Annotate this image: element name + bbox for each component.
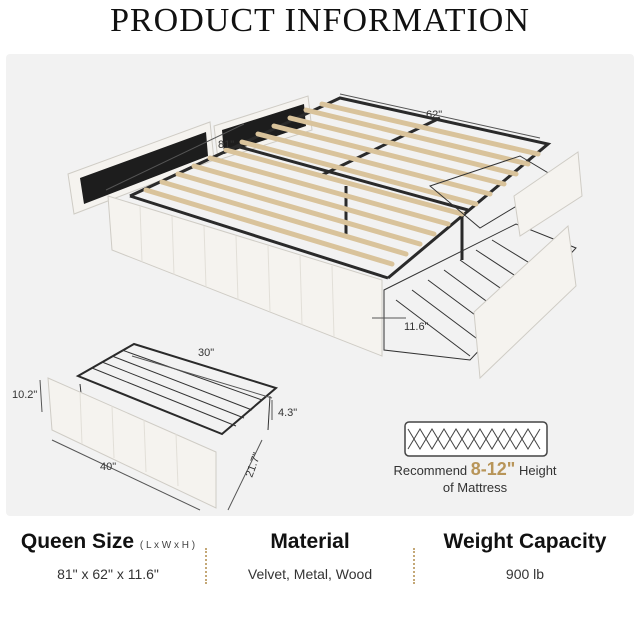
spec-weight-heading: Weight Capacity <box>443 530 607 553</box>
page-title: PRODUCT INFORMATION <box>110 2 530 39</box>
bed-height-label: 11.6" <box>404 321 429 333</box>
spec-material-value: Velvet, Metal, Wood <box>247 566 373 582</box>
recommend-line2: of Mattress <box>442 480 508 495</box>
drawer-fronts <box>473 151 583 380</box>
recommend-suffix: Height <box>518 463 557 478</box>
drawer-detail <box>39 342 279 511</box>
bed-length-label: 81" <box>218 139 234 151</box>
drawer-height-label: 10.2" <box>12 389 37 401</box>
spec-size-value: 81" x 62" x 11.6" <box>57 566 159 582</box>
spec-size-heading: Queen Size ( L x W x H ) <box>8 530 208 554</box>
spec-divider <box>205 548 207 584</box>
spec-size-title: Queen Size <box>20 530 135 553</box>
headboard <box>67 95 313 215</box>
side-rail <box>107 195 383 357</box>
recommend-prefix: Recommend <box>393 463 468 478</box>
bed-dimension-lines <box>105 93 541 319</box>
spec-material: Material Velvet, Metal, Wood <box>220 530 400 582</box>
mattress-icon <box>404 421 548 457</box>
spec-size: Queen Size ( L x W x H ) 81" x 62" x 11.… <box>8 530 208 582</box>
recommend-range: 8-12" <box>470 459 516 479</box>
spec-divider <box>413 548 415 584</box>
drawer-length-label: 30" <box>198 347 214 359</box>
mattress-recommendation: Recommend 8-12" Height of Mattress <box>380 459 570 496</box>
spec-material-heading: Material <box>270 530 350 553</box>
drawer-depth-label: 21.7" <box>244 451 264 479</box>
spec-row: Queen Size ( L x W x H ) 81" x 62" x 11.… <box>0 530 640 600</box>
spec-weight: Weight Capacity 900 lb <box>420 530 630 582</box>
bed-width-label: 62" <box>426 109 442 121</box>
wood-slats <box>143 101 541 267</box>
spec-weight-value: 900 lb <box>505 566 545 582</box>
drawer-inner-height-label: 4.3" <box>278 407 297 419</box>
spec-size-sub: ( L x W x H ) <box>139 540 196 551</box>
drawer-width-label: 40" <box>100 461 116 473</box>
